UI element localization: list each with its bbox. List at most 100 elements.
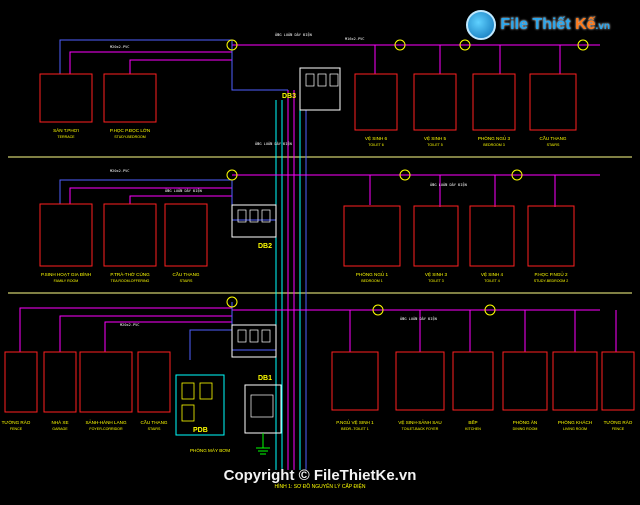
room-label: TƯỜNG RÀO [2, 419, 31, 425]
room-label: SÂN T.PHƠI [53, 127, 79, 133]
db2-label: DB2 [258, 243, 272, 250]
panel-dining-room [502, 351, 548, 411]
panel-family-room [39, 203, 93, 267]
room-label-en: TOILET 6 [368, 143, 383, 147]
panel-garage [43, 351, 77, 413]
room-label: SẢNH-HÀNH LANG [85, 419, 127, 425]
room-label: PHÒNG NGỦ 1 [356, 271, 389, 277]
panel-fence-right [601, 351, 635, 411]
room-label: CẦU THANG [173, 271, 200, 277]
room-label: VỆ SINH 5 [424, 134, 447, 141]
room-label-en: STUDY-BEDROOM [114, 135, 146, 139]
room-label-en: GARAGE [52, 427, 68, 431]
riser-conduits [275, 90, 307, 470]
copyright-watermark: Copyright © FileThietKe.vn [223, 467, 417, 484]
room-label: PHÒNG ĂN [513, 419, 538, 425]
room-label-en: TOILET 4 [484, 279, 499, 283]
panel-terrace [39, 73, 93, 123]
junction-node [511, 169, 523, 181]
panel-kitchen [452, 351, 494, 411]
cable-label: M20x2-PVC [120, 323, 139, 327]
junction-node [372, 304, 384, 316]
panel-toilet-6 [354, 73, 398, 131]
panel-living-room [552, 351, 598, 411]
room-label-en: FAMILY ROOM [54, 279, 79, 283]
room-label-en: BEDROOM 3 [483, 143, 505, 147]
room-label-en: STUDY-BEDROOM 2 [534, 279, 569, 283]
site-logo: File Thiết Kế.vn [466, 10, 610, 40]
room-label-en: STAIRS [180, 279, 193, 283]
cable-label: ỐNG LUỒN DÂY ĐIỆN [430, 182, 467, 187]
room-label-en: TEA ROOM-OFFERING [111, 279, 150, 283]
panel-bedroom-1 [343, 205, 401, 267]
panel-toilet-3 [413, 205, 459, 267]
room-label: VỆ SINH 4 [481, 270, 504, 277]
room-label: BẾP [468, 419, 477, 425]
room-label: P.TRÀ-THỜ CÚNG [110, 271, 150, 277]
room-label-en: DINING ROOM [513, 427, 538, 431]
panel-stairs-2 [164, 203, 208, 267]
cable-label: ỐNG LUỒN DÂY ĐIỆN [275, 32, 312, 37]
panel-foyer [79, 351, 133, 413]
logo-thiet: Thiết [532, 16, 571, 33]
floor-1: DB1 PDB TƯỜNG RÀO FENCE NHÀ XE GARAGE SẢ… [2, 296, 635, 455]
junction-node [394, 39, 406, 51]
db3-box: DB3 [282, 67, 341, 111]
db3-label: DB3 [282, 93, 296, 100]
room-label-en: STAIRS [547, 143, 560, 147]
panel-stairs-3 [529, 73, 577, 131]
room-label: P.HỌC P.ĐỌC LỚN [110, 127, 150, 133]
cable-label: ỐNG LUỒN DÂY ĐIỆN [255, 141, 292, 146]
junction-node [399, 169, 411, 181]
room-label-en: FENCE [612, 427, 625, 431]
cable-label: ỐNG LUỒN DÂY ĐIỆN [400, 316, 437, 321]
panel-study-bedroom [103, 73, 157, 123]
room-label: PHÒNG NGỦ 3 [478, 135, 511, 141]
logo-text: File Thiết Kế.vn [500, 16, 610, 34]
room-label-en: STAIRS [148, 427, 161, 431]
junction-node [484, 304, 496, 316]
cable-label: M16x2-PVC [345, 37, 364, 41]
room-label-en: FOYER-CORRIDOR [89, 427, 123, 431]
junction-node [226, 39, 238, 51]
floor-2: DB2 P.SINH HOẠT GIA ĐÌNH FAMILY ROOM P.T… [39, 169, 600, 283]
db2-box: DB2 [231, 204, 277, 250]
cable-label: ỐNG LUỒN DÂY ĐIỆN [165, 188, 202, 193]
room-label: VỆ SINH 3 [425, 270, 448, 277]
room-label: P.SINH HOẠT GIA ĐÌNH [41, 271, 91, 277]
room-label-en: FENCE [10, 427, 23, 431]
room-label-en: BEDROOM 1 [361, 279, 383, 283]
diagram-title: HÌNH 1: SƠ ĐỒ NGUYÊN LÝ CẤP ĐIỆN [274, 484, 366, 490]
room-label-en: LIVING ROOM [563, 427, 587, 431]
logo-vn: .vn [595, 21, 610, 32]
ground-connection [256, 433, 270, 455]
panel-study-bedroom-2 [527, 205, 575, 267]
room-label: TƯỜNG RÀO [604, 419, 633, 425]
room-label: P.HỌC P.NGỦ 2 [534, 271, 567, 277]
logo-ke: Kế [575, 16, 596, 33]
pdb-label: PDB [193, 427, 208, 434]
panel-stairs-1 [137, 351, 171, 413]
panel-fence-left [4, 351, 38, 413]
logo-file: File [500, 16, 528, 33]
panel-tea-room [103, 203, 157, 267]
room-label: VỆ SINH-SẢNH SAU [398, 418, 441, 425]
floor-dividers [8, 156, 632, 294]
machine-room-label: PHÒNG MÁY BƠM [190, 447, 230, 453]
db1-box: DB1 [231, 324, 282, 434]
room-label: P.NGỦ VỆ SINH 1 [336, 418, 374, 425]
panel-bedr-toilet-1 [331, 351, 379, 411]
panel-bedroom-3 [472, 73, 516, 131]
room-label-en: KITCHEN [465, 427, 481, 431]
room-label: NHÀ XE [51, 419, 68, 425]
cable-label: M20x2-PVC [110, 169, 129, 173]
room-label-en: TOILET 5 [427, 143, 442, 147]
junction-node [577, 39, 589, 51]
room-label-en: TERRACE [57, 135, 75, 139]
room-label-en: TOILET 3 [428, 279, 443, 283]
room-label: CẦU THANG [141, 419, 168, 425]
junction-node [226, 296, 238, 308]
panel-toilet-back-foyer [395, 351, 445, 411]
db1-label: DB1 [258, 375, 272, 382]
